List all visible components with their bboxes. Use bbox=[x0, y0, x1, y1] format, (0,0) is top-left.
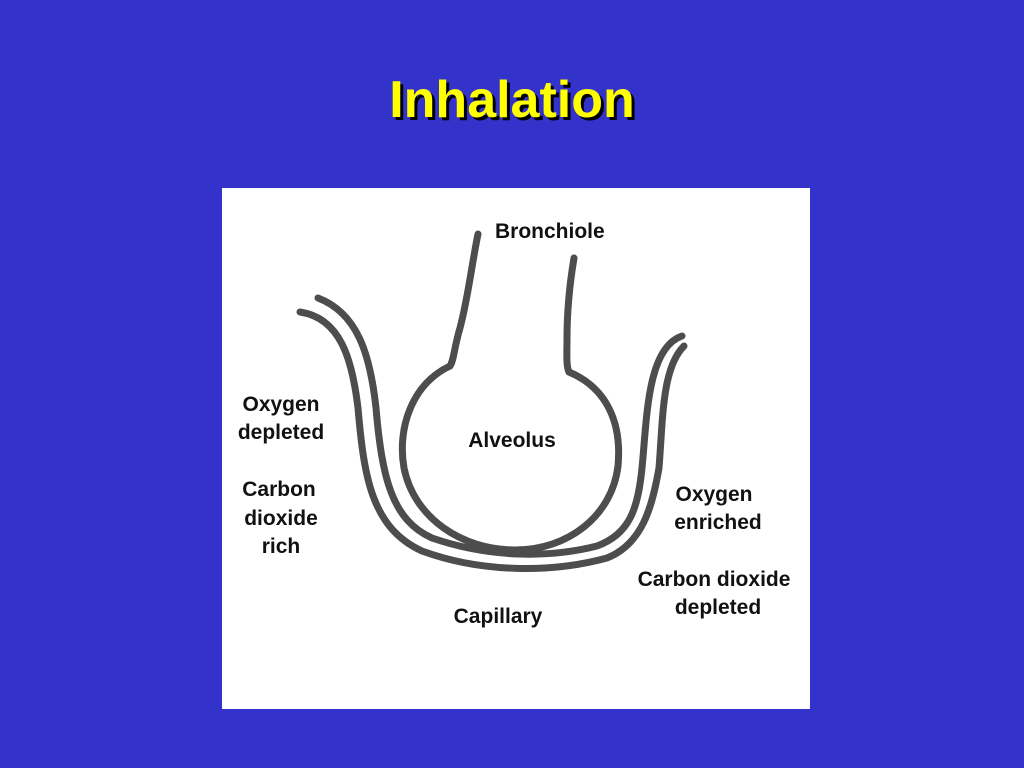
right-co2-label-line2: depleted bbox=[675, 596, 761, 619]
alveolus-label: Alveolus bbox=[468, 429, 556, 452]
bronchiole-right-wall bbox=[563, 254, 578, 376]
left-oxygen-label-line2: depleted bbox=[238, 421, 324, 444]
left-co2-label-line3: rich bbox=[262, 535, 301, 558]
left-oxygen-label-line1: Oxygen bbox=[242, 393, 319, 416]
bronchiole-label: Bronchiole bbox=[495, 220, 605, 243]
capillary-label: Capillary bbox=[454, 605, 543, 628]
left-co2-label-line2: dioxide bbox=[244, 507, 318, 530]
capillary-inner-wall bbox=[296, 308, 688, 572]
right-oxygen-label-line1: Oxygen bbox=[675, 483, 752, 506]
alveolus-diagram: Bronchiole Alveolus Capillary Oxygen dep… bbox=[222, 188, 810, 709]
left-co2-label-line1: Carbon bbox=[242, 478, 316, 501]
right-co2-label-line1: Carbon dioxide bbox=[638, 568, 791, 591]
alveolus-drawing: Bronchiole Alveolus Capillary Oxygen dep… bbox=[238, 220, 791, 628]
bronchiole-left-wall bbox=[446, 230, 482, 370]
right-oxygen-label-line2: enriched bbox=[674, 511, 762, 534]
slide-title: Inhalation bbox=[389, 71, 635, 129]
capillary-outer-wall bbox=[314, 294, 686, 558]
alveolus-sac-outline bbox=[398, 362, 623, 554]
